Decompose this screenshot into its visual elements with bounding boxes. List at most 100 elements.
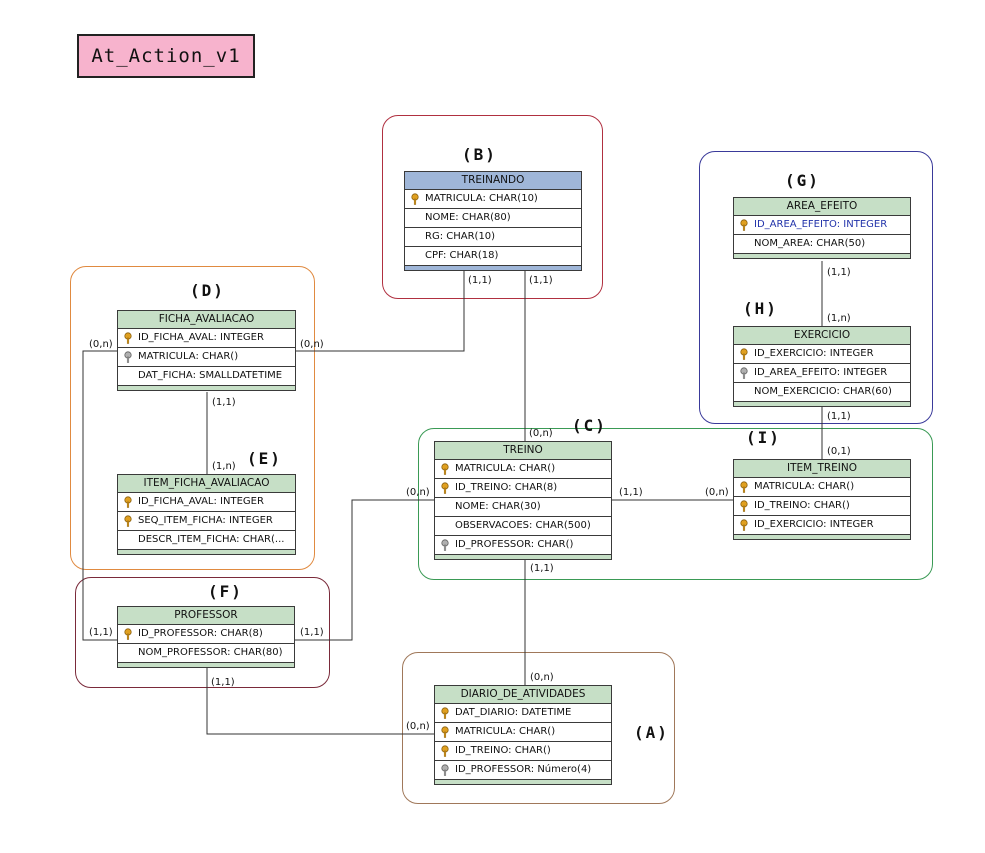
attribute-text: NOM_EXERCICIO: CHAR(60)	[754, 386, 892, 397]
group-box-g-h	[699, 151, 933, 424]
attribute-row: OBSERVACOES: CHAR(500)	[435, 517, 611, 536]
entity-treinando[interactable]: TREINANDO MATRICULA: CHAR(10) NOME: CHAR…	[404, 171, 582, 271]
entity-footer	[118, 663, 294, 667]
attribute-row: ID_TREINO: CHAR()	[435, 742, 611, 761]
line-treinando-ficha	[296, 268, 465, 352]
primary-key-icon	[124, 496, 132, 508]
primary-key-icon	[411, 193, 419, 205]
line-professor-ficha	[82, 350, 118, 641]
attribute-text: NOM_AREA: CHAR(50)	[754, 238, 866, 249]
card-treino-item-dst: (0,n)	[705, 487, 729, 498]
attribute-text: NOME: CHAR(30)	[455, 501, 541, 512]
entity-item-ficha-avaliacao[interactable]: ITEM_FICHA_AVALIACAO ID_FICHA_AVAL: INTE…	[117, 474, 296, 555]
attribute-row: NOME: CHAR(30)	[435, 498, 611, 517]
attribute-text: ID_PROFESSOR: Número(4)	[455, 764, 592, 775]
primary-key-icon	[740, 348, 748, 360]
attribute-row: MATRICULA: CHAR(10)	[405, 190, 581, 209]
attribute-text: SEQ_ITEM_FICHA: INTEGER	[138, 515, 273, 526]
entity-header: EXERCICIO	[734, 327, 910, 345]
line-professor-treino	[295, 499, 434, 641]
card-professor-treino-dst: (0,n)	[406, 487, 430, 498]
primary-key-icon	[740, 219, 748, 231]
card-ficha-item-src: (1,1)	[212, 397, 236, 408]
entity-header: AREA_EFEITO	[734, 198, 910, 216]
attribute-row: MATRICULA: CHAR()	[435, 723, 611, 742]
attribute-row: ID_TREINO: CHAR()	[734, 497, 910, 516]
attribute-row: NOM_EXERCICIO: CHAR(60)	[734, 383, 910, 402]
attribute-text: NOME: CHAR(80)	[425, 212, 511, 223]
entity-footer	[435, 555, 611, 559]
group-box-c-i	[418, 428, 933, 580]
entity-area-efeito[interactable]: AREA_EFEITO ID_AREA_EFEITO: INTEGER NOM_…	[733, 197, 911, 259]
attribute-text: ID_FICHA_AVAL: INTEGER	[138, 496, 264, 507]
card-professor-treino-src: (1,1)	[300, 627, 324, 638]
group-label-b: (B)	[462, 145, 497, 164]
entity-footer	[734, 254, 910, 258]
primary-key-icon	[124, 628, 132, 640]
attribute-text: ID_AREA_EFEITO: INTEGER	[754, 219, 888, 230]
entity-item-treino[interactable]: ITEM_TREINO MATRICULA: CHAR() ID_TREINO:…	[733, 459, 911, 540]
attribute-text: CPF: CHAR(18)	[425, 250, 499, 261]
entity-footer	[405, 266, 581, 270]
group-label-g: (G)	[785, 171, 820, 190]
entity-footer	[118, 386, 295, 390]
primary-key-icon	[441, 745, 449, 757]
card-treinando-ficha-src: (1,1)	[468, 275, 492, 286]
group-box-d-e	[70, 266, 315, 570]
primary-key-icon	[441, 726, 449, 738]
primary-key-icon	[441, 463, 449, 475]
card-area-exercicio-src: (1,1)	[827, 267, 851, 278]
attribute-text: ID_AREA_EFEITO: INTEGER	[754, 367, 888, 378]
primary-key-icon	[740, 481, 748, 493]
card-treino-item-src: (1,1)	[619, 487, 643, 498]
attribute-text: RG: CHAR(10)	[425, 231, 496, 242]
entity-ficha-avaliacao[interactable]: FICHA_AVALIACAO ID_FICHA_AVAL: INTEGER M…	[117, 310, 296, 391]
attribute-row: DESCR_ITEM_FICHA: CHAR(...	[118, 531, 295, 550]
attribute-row: ID_PROFESSOR: CHAR()	[435, 536, 611, 555]
attribute-row: CPF: CHAR(18)	[405, 247, 581, 266]
card-treino-diario-src: (1,1)	[530, 563, 554, 574]
primary-key-icon	[441, 482, 449, 494]
foreign-key-icon	[124, 351, 132, 363]
card-professor-ficha-dst: (0,n)	[89, 339, 113, 350]
card-exercicio-item-dst: (0,1)	[827, 446, 851, 457]
card-exercicio-item-src: (1,1)	[827, 411, 851, 422]
attribute-row: NOM_PROFESSOR: CHAR(80)	[118, 644, 294, 663]
attribute-row: MATRICULA: CHAR()	[118, 348, 295, 367]
attribute-row: ID_TREINO: CHAR(8)	[435, 479, 611, 498]
group-box-a	[402, 652, 675, 804]
attribute-text: MATRICULA: CHAR(10)	[425, 193, 538, 204]
card-professor-diario-src: (1,1)	[211, 677, 235, 688]
attribute-text: ID_FICHA_AVAL: INTEGER	[138, 332, 264, 343]
attribute-row: ID_FICHA_AVAL: INTEGER	[118, 493, 295, 512]
line-professor-diario	[206, 661, 434, 735]
attribute-text: ID_PROFESSOR: CHAR(8)	[138, 628, 263, 639]
attribute-row: DAT_FICHA: SMALLDATETIME	[118, 367, 295, 386]
group-label-e: (E)	[247, 449, 282, 468]
attribute-row: ID_FICHA_AVAL: INTEGER	[118, 329, 295, 348]
entity-header: PROFESSOR	[118, 607, 294, 625]
primary-key-icon	[740, 500, 748, 512]
attribute-row: ID_EXERCICIO: INTEGER	[734, 345, 910, 364]
attribute-text: DESCR_ITEM_FICHA: CHAR(...	[138, 534, 285, 545]
attribute-row: ID_AREA_EFEITO: INTEGER	[734, 364, 910, 383]
attribute-text: OBSERVACOES: CHAR(500)	[455, 520, 591, 531]
group-label-h: (H)	[743, 299, 778, 318]
attribute-text: NOM_PROFESSOR: CHAR(80)	[138, 647, 283, 658]
attribute-text: ID_TREINO: CHAR()	[455, 745, 551, 756]
entity-professor[interactable]: PROFESSOR ID_PROFESSOR: CHAR(8) NOM_PROF…	[117, 606, 295, 668]
attribute-text: MATRICULA: CHAR()	[455, 463, 556, 474]
attribute-row: MATRICULA: CHAR()	[734, 478, 910, 497]
card-treinando-ficha-dst: (0,n)	[300, 339, 324, 350]
entity-diario-de-atividades[interactable]: DIARIO_DE_ATIVIDADES DAT_DIARIO: DATETIM…	[434, 685, 612, 785]
attribute-row: ID_PROFESSOR: CHAR(8)	[118, 625, 294, 644]
entity-treino[interactable]: TREINO MATRICULA: CHAR() ID_TREINO: CHAR…	[434, 441, 612, 560]
entity-exercicio[interactable]: EXERCICIO ID_EXERCICIO: INTEGER ID_AREA_…	[733, 326, 911, 407]
attribute-row: ID_PROFESSOR: Número(4)	[435, 761, 611, 780]
attribute-text: MATRICULA: CHAR()	[754, 481, 855, 492]
foreign-key-icon	[740, 367, 748, 379]
foreign-key-icon	[441, 764, 449, 776]
attribute-text: ID_TREINO: CHAR()	[754, 500, 850, 511]
group-label-f: (F)	[208, 582, 243, 601]
